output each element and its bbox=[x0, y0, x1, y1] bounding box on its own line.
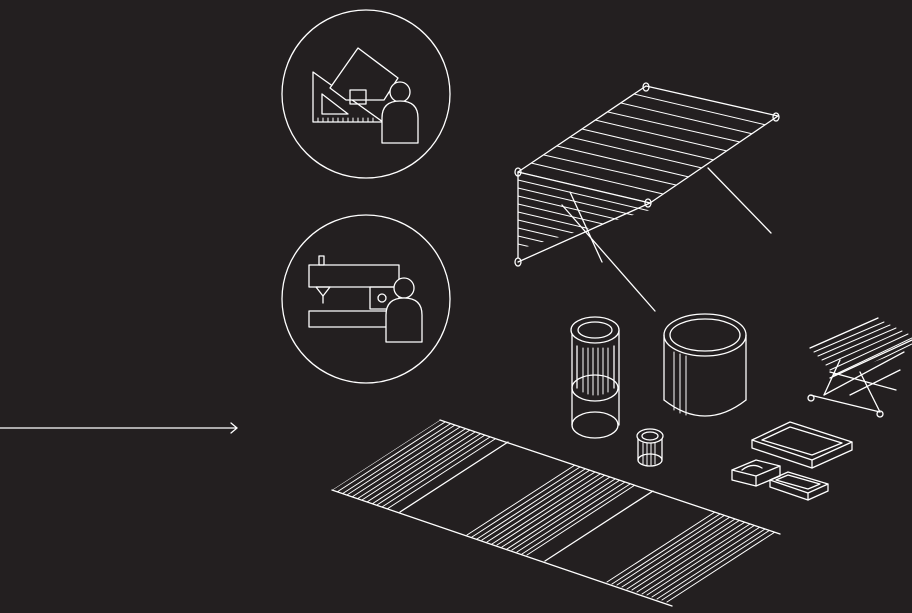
holder-icon bbox=[731, 459, 781, 487]
arrow-right-icon bbox=[0, 422, 238, 434]
small-cup-icon bbox=[636, 428, 664, 467]
tray-icon bbox=[751, 421, 853, 469]
small-tray-icon bbox=[769, 471, 829, 501]
canopy-icon bbox=[514, 82, 780, 312]
designer-drafting-icon bbox=[281, 9, 451, 179]
folding-stool-icon bbox=[807, 317, 912, 418]
tailor-sewing-machine-icon bbox=[281, 214, 451, 384]
round-bin-icon bbox=[663, 313, 747, 417]
tall-canister-icon bbox=[570, 316, 620, 439]
striped-mat-icon bbox=[331, 419, 781, 607]
